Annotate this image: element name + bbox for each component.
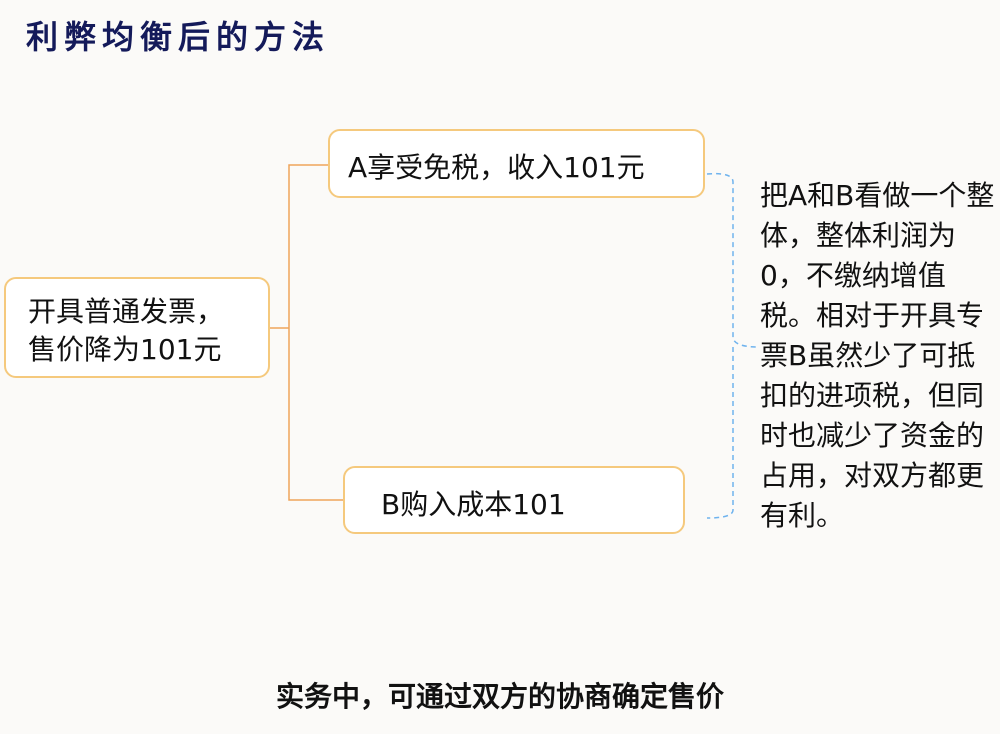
root-node: 开具普通发票， 售价降为101元 (4, 277, 270, 378)
branch-b-node: B购入成本101 (343, 466, 685, 534)
page-title: 利弊均衡后的方法 (26, 18, 331, 56)
footer-caption: 实务中，可通过双方的协商确定售价 (275, 680, 724, 713)
branch-a-node: A享受免税，收入101元 (328, 129, 705, 198)
root-line-2: 售价降为101元 (28, 333, 222, 366)
summary-note: 把A和B看做一个整体，整体利润为0，不缴纳增值税。相对于开具专票B虽然少了可抵扣… (760, 179, 995, 532)
summary-bracket (706, 172, 759, 519)
tree-connector (270, 164, 343, 501)
root-line-1: 开具普通发票， (28, 295, 225, 328)
